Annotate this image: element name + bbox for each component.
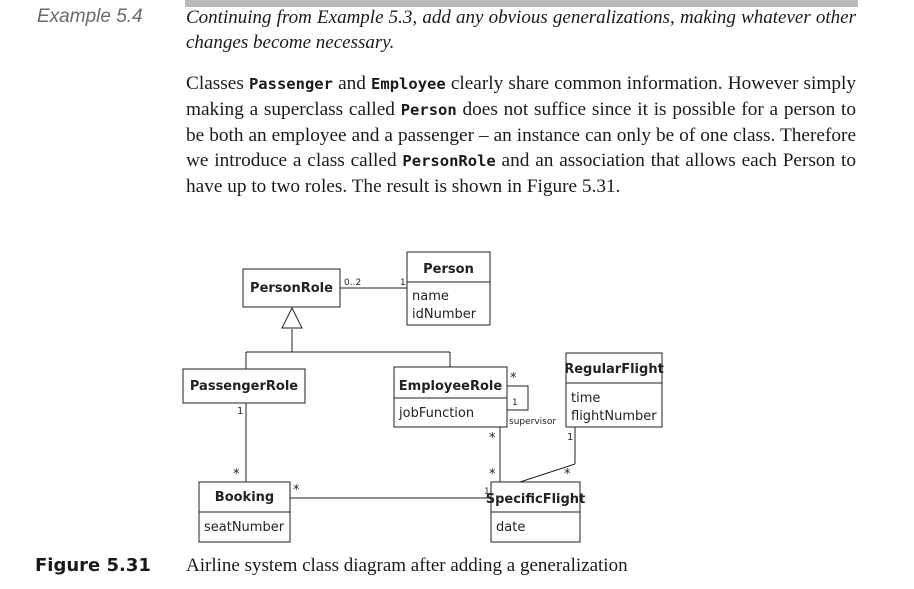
figure-label: Figure 5.31 bbox=[35, 555, 151, 576]
code-passenger: Passenger bbox=[248, 75, 333, 93]
code-employee: Employee bbox=[371, 75, 446, 93]
assoc-regular-specific-h bbox=[519, 463, 576, 483]
example-label: Example 5.4 bbox=[37, 6, 143, 27]
mult-supervisor-many: * bbox=[510, 371, 517, 386]
class-personrole-box bbox=[242, 268, 341, 308]
top-rule bbox=[185, 0, 858, 7]
assoc-supervisor bbox=[507, 385, 529, 411]
mult-specificflight-top: * bbox=[489, 467, 496, 482]
mult-personrole-side: 0..2 bbox=[344, 278, 361, 288]
class-specificflight-attr-1: date bbox=[496, 520, 525, 535]
mult-person-side: 1 bbox=[400, 278, 406, 288]
class-booking-name: Booking bbox=[215, 490, 274, 505]
class-passengerrole-name: PassengerRole bbox=[190, 379, 298, 394]
code-personrole: PersonRole bbox=[402, 152, 496, 170]
mult-booking-right: * bbox=[293, 483, 300, 498]
class-employeerole-box bbox=[393, 366, 508, 428]
mult-regular-bottom: 1 bbox=[567, 432, 573, 443]
example-intro: Continuing from Example 5.3, add any obv… bbox=[186, 7, 856, 53]
class-personrole-name: PersonRole bbox=[250, 281, 333, 296]
body-paragraph: Classes Passenger and Employee clearly s… bbox=[186, 73, 857, 197]
code-person: Person bbox=[400, 101, 457, 119]
class-passengerrole-box bbox=[182, 368, 306, 404]
generalization-triangle bbox=[281, 306, 303, 329]
mult-booking-top: * bbox=[233, 467, 240, 482]
class-person-name: Person bbox=[423, 262, 474, 277]
mult-supervisor-one: 1 bbox=[512, 398, 518, 408]
class-booking-attr-1: seatNumber bbox=[204, 520, 285, 535]
class-specificflight-name: SpecificFlight bbox=[486, 492, 586, 507]
class-employeerole-attr-1: jobFunction bbox=[398, 406, 474, 421]
class-employeerole-name: EmployeeRole bbox=[399, 379, 503, 394]
mult-specific-regular: * bbox=[564, 467, 571, 482]
class-regularflight-box bbox=[565, 352, 663, 428]
class-regularflight-attr-2: flightNumber bbox=[571, 409, 657, 424]
role-supervisor: supervisor bbox=[509, 417, 556, 427]
mult-passenger-side: 1 bbox=[237, 406, 243, 417]
class-regularflight-attr-1: time bbox=[571, 391, 600, 406]
class-person-attr-2: idNumber bbox=[412, 307, 477, 322]
class-person-box bbox=[406, 251, 491, 326]
class-regularflight-name: RegularFlight bbox=[564, 362, 664, 377]
mult-employee-bottom: * bbox=[489, 431, 496, 446]
figure-caption: Airline system class diagram after addin… bbox=[186, 555, 628, 576]
mult-specificflight-left: 1 bbox=[484, 487, 490, 497]
class-person-attr-1: name bbox=[412, 289, 449, 304]
